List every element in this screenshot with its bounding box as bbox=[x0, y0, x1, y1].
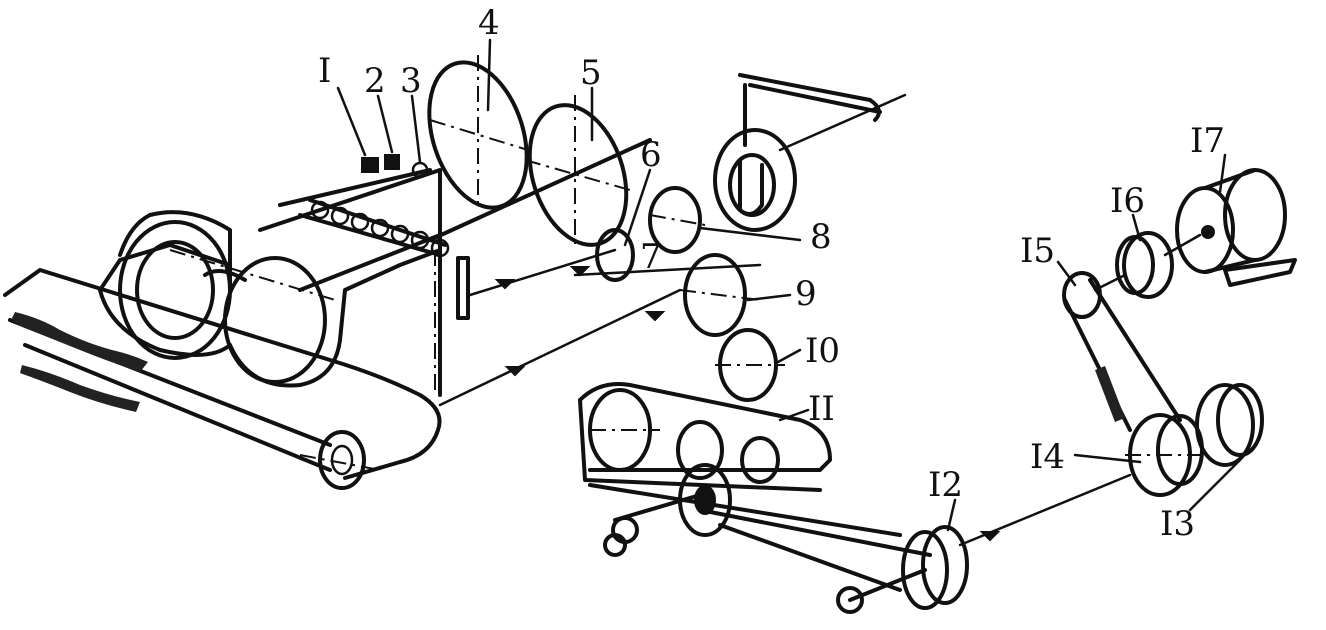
label-part-2: 2 bbox=[364, 61, 386, 101]
gear-7 bbox=[648, 186, 706, 254]
label-part-16: I6 bbox=[1110, 181, 1145, 221]
label-part-8: 8 bbox=[810, 217, 832, 257]
motor-17 bbox=[1163, 168, 1297, 287]
pulley-16 bbox=[1093, 231, 1174, 299]
label-part-9: 9 bbox=[795, 274, 817, 314]
label-part-7: 7 bbox=[640, 237, 662, 277]
gear-9 bbox=[679, 253, 761, 337]
gearbox-11 bbox=[578, 382, 832, 492]
pulley-15 bbox=[1062, 271, 1102, 319]
label-part-17: I7 bbox=[1190, 121, 1225, 161]
pulley-13 bbox=[1195, 383, 1264, 467]
label-part-13: I3 bbox=[1160, 504, 1195, 544]
pulley-14 bbox=[1125, 413, 1204, 497]
conveyor-belt bbox=[3, 268, 442, 490]
label-part-12: I2 bbox=[928, 465, 963, 505]
gear-10 bbox=[715, 328, 785, 402]
label-part-14: I4 bbox=[1030, 437, 1065, 477]
support-frame bbox=[738, 73, 907, 152]
label-part-4: 4 bbox=[478, 3, 500, 43]
label-part-10: I0 bbox=[805, 331, 840, 371]
part-labels: I 2 3 4 5 6 7 8 9 I0 II I2 I3 I4 I5 I6 I… bbox=[318, 3, 1225, 544]
drive-shafts bbox=[438, 248, 762, 407]
gear-8 bbox=[713, 128, 797, 232]
label-part-3: 3 bbox=[400, 61, 422, 101]
leader-lines bbox=[336, 38, 1242, 532]
shaft-upper bbox=[428, 138, 652, 242]
wheel-4 bbox=[427, 55, 529, 210]
label-part-6: 6 bbox=[640, 135, 662, 175]
belt-15-14 bbox=[1063, 278, 1182, 432]
lower-frame bbox=[588, 463, 932, 592]
label-part-15: I5 bbox=[1020, 231, 1055, 271]
label-part-11: II bbox=[808, 389, 835, 429]
pulley-12 bbox=[836, 473, 1132, 614]
label-part-1: I bbox=[318, 51, 331, 91]
machine-body bbox=[98, 154, 470, 397]
label-part-5: 5 bbox=[580, 53, 602, 93]
